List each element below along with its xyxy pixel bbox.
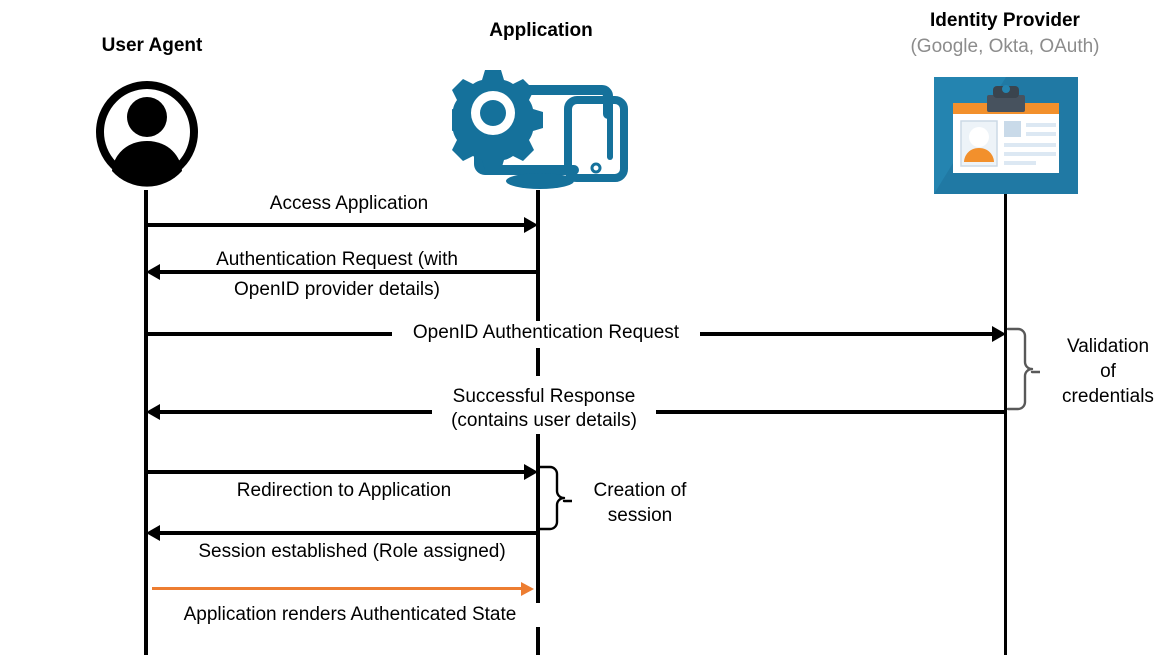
brace-creation-of-session: [538, 464, 574, 539]
message-label-session-established: Session established (Role assigned): [178, 540, 526, 565]
arrow-head-application-renders-authenticated-state: [521, 582, 534, 596]
arrow-head-redirection-to-application: [524, 464, 538, 480]
message-label-access-application: Access Application: [253, 192, 445, 217]
message-label-successful-response-line2: (contains user details): [432, 409, 656, 434]
message-label-openid-authentication-request: OpenID Authentication Request: [392, 321, 700, 346]
message-label-authentication-request-line1: Authentication Request (with: [186, 248, 488, 273]
message-arrow-redirection-to-application: [146, 470, 534, 474]
lifeline-identity-provider: [1004, 194, 1007, 655]
message-arrow-access-application: [146, 223, 534, 227]
note-line-3: credentials: [1062, 386, 1154, 408]
lifeline-application-segment-1: [536, 190, 540, 323]
message-label-redirection-to-application: Redirection to Application: [213, 479, 475, 504]
note-creation-of-session: Creation of session: [575, 478, 705, 528]
id-badge-icon: [934, 77, 1078, 194]
brace-validation-of-credentials: [1006, 326, 1042, 418]
lifeline-application-segment-3: [536, 434, 540, 655]
participant-subtitle-identity-provider: (Google, Okta, OAuth): [910, 36, 1100, 57]
gear-monitor-phone-icon: [443, 68, 632, 190]
message-label-authentication-request-line2: OpenID provider details): [186, 278, 488, 303]
note-line-1: Creation of: [593, 480, 687, 501]
arrow-head-successful-response: [146, 404, 160, 420]
arrow-head-session-established: [146, 525, 160, 541]
arrow-head-access-application: [524, 217, 538, 233]
user-avatar-icon: [95, 75, 210, 190]
participant-title-identity-provider: Identity Provider: [930, 10, 1080, 31]
note-line-2: session: [607, 505, 673, 527]
participant-title-user-agent: User Agent: [101, 35, 203, 56]
note-validation-of-credentials: Validation of credentials: [1043, 334, 1173, 409]
message-arrow-session-established: [152, 531, 538, 535]
message-label-application-renders-authenticated-state: Application renders Authenticated State: [158, 603, 542, 628]
lifeline-user-agent: [144, 190, 148, 655]
lifeline-application-segment-2: [536, 348, 540, 376]
note-line-1: Validation: [1066, 336, 1150, 357]
participant-title-application: Application: [489, 20, 593, 41]
message-label-successful-response-line1: Successful Response: [432, 385, 656, 410]
arrow-head-openid-authentication-request: [992, 326, 1006, 342]
message-arrow-authentication-request: [152, 270, 538, 274]
arrow-head-authentication-request: [146, 264, 160, 280]
message-arrow-application-renders-authenticated-state: [152, 587, 524, 590]
note-line-2: of: [1100, 361, 1116, 383]
